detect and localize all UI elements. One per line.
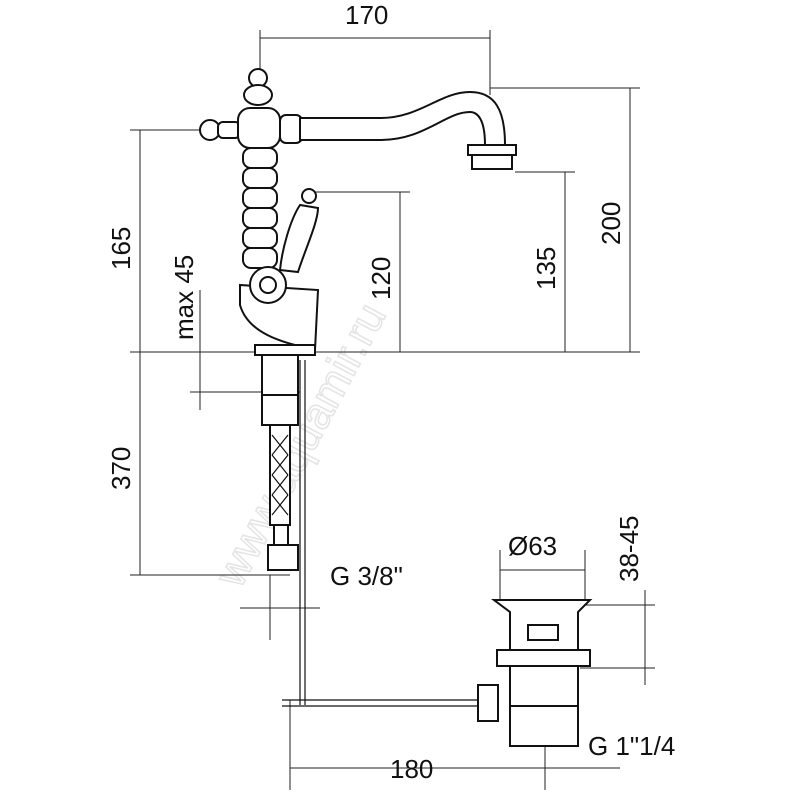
dim-waste-thread: G 1"1/4	[588, 731, 675, 761]
dim-waste-range: 38-45	[614, 516, 644, 583]
dim-hose-thread: G 3/8"	[330, 561, 403, 591]
dim-lever-height: 120	[366, 257, 396, 300]
dim-total-height: 200	[596, 202, 626, 245]
dim-spout-height: 135	[531, 247, 561, 290]
dimension-lines	[130, 30, 655, 790]
dim-body-height: 165	[106, 227, 136, 270]
dim-rod-length: 180	[390, 754, 433, 784]
dim-hose-length: 370	[106, 447, 136, 490]
dim-max-deck: max 45	[169, 255, 199, 340]
dim-waste-diameter: Ø63	[508, 531, 557, 561]
dim-spout-reach: 170	[345, 0, 388, 30]
faucet	[199, 68, 593, 747]
